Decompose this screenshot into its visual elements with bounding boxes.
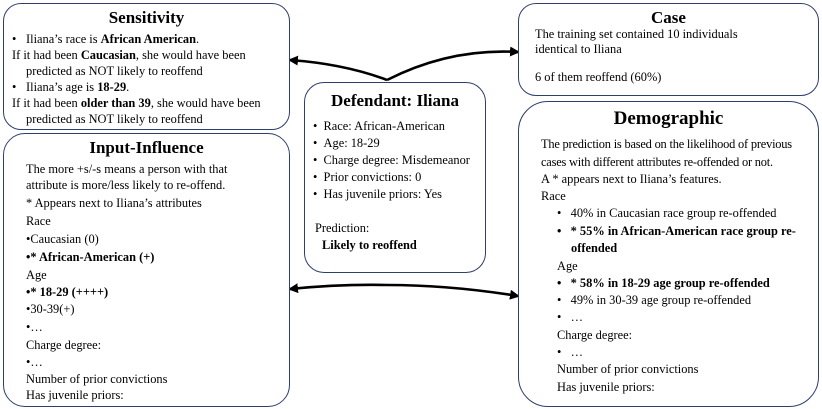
case-line-1: The training set contained 10 individual…: [535, 27, 738, 41]
demographic-race-item-2-cont: offended: [571, 241, 618, 255]
sensitivity-line-4: Iliana’s age is 18-29.: [26, 80, 130, 94]
input-influence-race-item-1: •Caucasian (0): [26, 232, 99, 246]
demographic-race-item-1: • 40% in Caucasian race group re-offende…: [557, 206, 777, 220]
input-influence-race-label: Race: [26, 214, 51, 228]
sensitivity-title: Sensitivity: [108, 8, 185, 27]
arrow-to-demographic: [386, 283, 520, 300]
case-box: Case The training set contained 10 indiv…: [518, 3, 819, 96]
defendant-item-charge: • Charge degree: Misdemeanor: [313, 153, 470, 167]
defendant-prediction-label: Prediction:: [315, 221, 370, 235]
input-influence-ellipsis-2: •…: [26, 355, 43, 369]
sensitivity-line-3: predicted as NOT likely to reoffend: [26, 64, 203, 78]
demographic-age-item-2: • 49% in 30-39 age group re-offended: [557, 293, 752, 307]
sensitivity-box: Sensitivity • Iliana’s race is African A…: [3, 3, 290, 130]
input-influence-line-3: * Appears next to Iliana’s attributes: [26, 196, 202, 210]
input-influence-ellipsis-1: •…: [26, 320, 43, 334]
input-influence-age-item-2: •30-39(+): [26, 302, 75, 316]
defendant-item-race: • Race: African-American: [313, 119, 445, 133]
demographic-prior-label: Number of prior convictions: [557, 362, 699, 376]
defendant-box: Defendant: Iliana • Race: African-Americ…: [304, 82, 486, 273]
input-influence-age-item-1: •* 18-29 (++++): [26, 285, 109, 299]
case-line-2: identical to Iliana: [535, 42, 622, 56]
case-line-3: 6 of them reoffend (60%): [535, 70, 662, 84]
demographic-juvenile-label: Has juvenile priors:: [557, 380, 655, 394]
input-influence-title: Input-Influence: [89, 138, 204, 157]
demographic-ellipsis-1: • …: [557, 310, 584, 324]
input-influence-juvenile-label: Has juvenile priors:: [26, 388, 124, 402]
demographic-age-label: Age: [557, 259, 578, 273]
defendant-title: Defendant: Iliana: [331, 91, 459, 110]
defendant-item-age: • Age: 18-29: [313, 136, 380, 150]
sensitivity-line-2: If it had been Caucasian, she would have…: [12, 48, 246, 62]
demographic-race-item-2: • * 55% in African-American race group r…: [557, 224, 796, 238]
input-influence-box: Input-Influence The more +s/-s means a p…: [3, 133, 290, 407]
defendant-prediction-value: Likely to reoffend: [322, 238, 417, 252]
demographic-charge-label: Charge degree:: [557, 328, 633, 342]
input-influence-line-1: The more +s/-s means a person with that: [26, 162, 228, 176]
arrow-to-sensitivity: [288, 55, 388, 82]
demographic-title: Demographic: [613, 108, 724, 129]
sensitivity-line-5: If it had been older than 39, she would …: [12, 96, 261, 110]
input-influence-line-2: attribute is more/less likely to re-offe…: [26, 178, 226, 192]
demographic-line-2: cases with different attributes re-offen…: [541, 155, 773, 169]
sensitivity-bullet-1: •: [12, 32, 17, 46]
defendant-item-prior: • Prior convictions: 0: [313, 170, 422, 184]
arrow-to-input-influence: [288, 283, 388, 294]
defendant-item-juvenile: • Has juvenile priors: Yes: [313, 187, 442, 201]
demographic-line-1: The prediction is based on the likelihoo…: [541, 137, 792, 151]
input-influence-age-label: Age: [26, 268, 47, 282]
demographic-box: Demographic The prediction is based on t…: [518, 101, 819, 407]
demographic-line-3: A * appears next to Iliana’s features.: [541, 172, 722, 186]
sensitivity-bullet-2: •: [12, 80, 17, 94]
input-influence-race-item-2: •* African-American (+): [26, 250, 155, 264]
case-title: Case: [651, 8, 686, 27]
demographic-ellipsis-2: • …: [557, 345, 584, 359]
demographic-race-label: Race: [541, 189, 566, 203]
input-influence-charge-label: Charge degree:: [26, 338, 102, 352]
arrow-to-case: [386, 46, 520, 82]
input-influence-prior-label: Number of prior convictions: [26, 372, 168, 386]
sensitivity-line-1: Iliana’s race is African American.: [26, 32, 200, 46]
demographic-age-item-1: • * 58% in 18-29 age group re-offended: [557, 276, 770, 290]
sensitivity-line-6: predicted as NOT likely to reoffend: [26, 112, 203, 126]
